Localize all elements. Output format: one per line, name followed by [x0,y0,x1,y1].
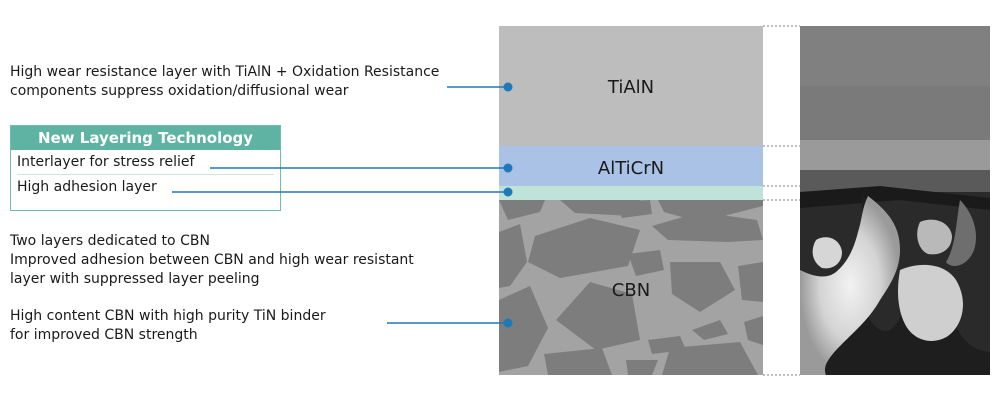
tialn-description-line1: High wear resistance layer with TiAlN + … [10,64,440,80]
interlayer-label: Interlayer for stress relief [17,150,274,175]
technology-box-title: New Layering Technology [11,126,280,150]
cbn-layers-description-line2: Improved adhesion between CBN and high w… [10,252,414,268]
cbn-content-description-line1: High content CBN with high purity TiN bi… [10,308,326,324]
adhesion-layer-label: High adhesion layer [17,179,157,195]
leader-lines [172,86,508,324]
sem-cross-section-image [800,26,990,375]
tialn-layer [499,26,763,146]
cbn-layers-description-line3: layer with suppressed layer peeling [10,271,260,287]
tialn-description-line2: components suppress oxidation/diffusiona… [10,83,349,99]
altic-layer [499,146,763,186]
altic-leader-dot [503,163,513,173]
new-layering-technology-box: New Layering Technology Interlayer for s… [10,125,281,211]
altic-layer-label: AlTiCrN [598,158,664,179]
cbn-layer-label: CBN [612,280,650,301]
cbn-grains [499,200,763,375]
cbn-content-description-line2: for improved CBN strength [10,327,198,343]
adhesion-leader-dot [503,187,513,197]
tialn-description: High wear resistance layer with TiAlN + … [10,63,439,101]
cbn-content-description: High content CBN with high purity TiN bi… [10,307,326,345]
cbn-layers-description: Two layers dedicated to CBN Improved adh… [10,232,414,289]
tialn-layer-label: TiAlN [607,77,654,98]
cbn-layers-description-line1: Two layers dedicated to CBN [10,233,210,249]
adhesion-layer [499,186,763,200]
guide-lines [763,25,800,376]
leader-dots [503,82,513,328]
tialn-leader-dot [503,82,513,92]
cbn-leader-dot [503,318,513,328]
